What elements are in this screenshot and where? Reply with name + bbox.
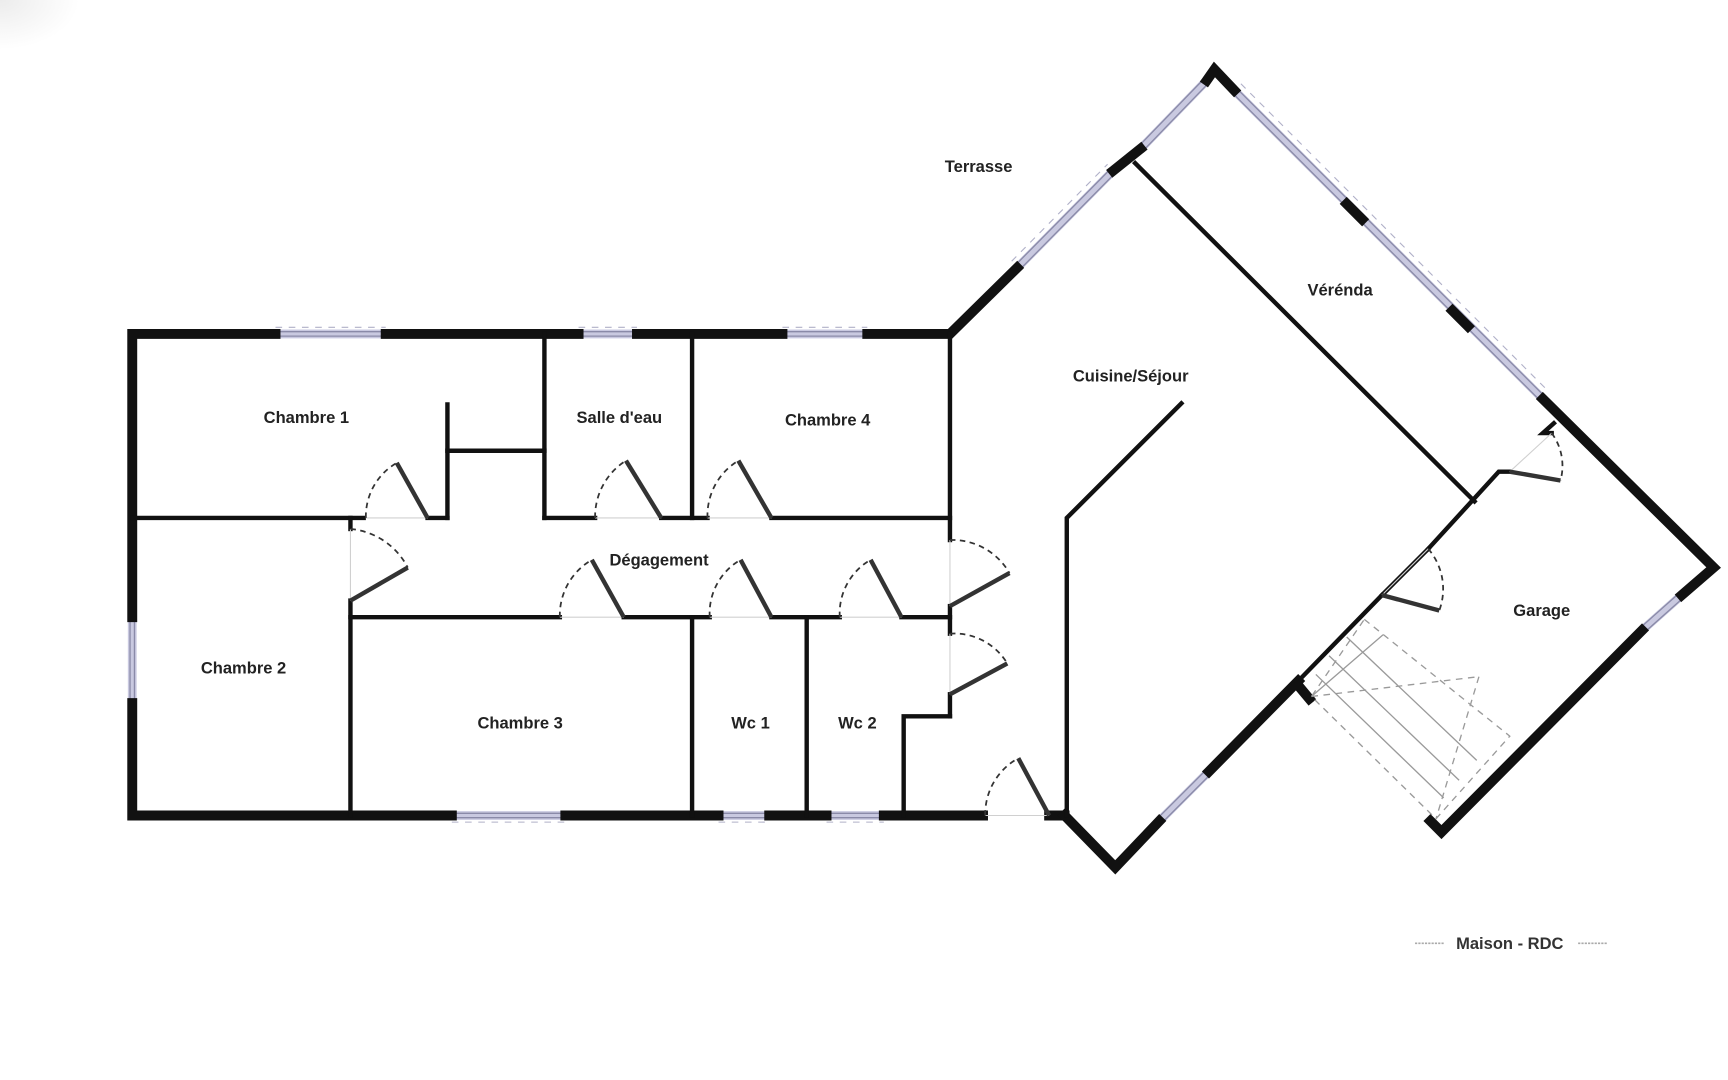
label-cuisine-sejour: Cuisine/Séjour	[1073, 366, 1189, 385]
door-chambre-2[interactable]	[349, 528, 409, 603]
window-veranda-left	[1137, 77, 1210, 152]
door-chambre-4[interactable]	[706, 459, 774, 520]
staircase	[1310, 618, 1511, 820]
windows	[127, 77, 1685, 825]
door-wc-2[interactable]	[838, 558, 904, 619]
door-sejour-garage[interactable]	[1381, 548, 1444, 613]
door-chambre-3[interactable]	[558, 558, 626, 619]
window-wc-2	[826, 811, 884, 823]
window-wc-1	[718, 811, 770, 823]
door-degagement-sejour[interactable]	[948, 539, 1011, 609]
corner-shading	[0, 0, 80, 50]
exterior-walls	[127, 61, 1721, 875]
label-chambre-3: Chambre 3	[477, 713, 562, 732]
interior-walls	[130, 159, 1557, 818]
window-chambre-1	[275, 326, 386, 339]
label-terrasse: Terrasse	[945, 157, 1013, 176]
label-garage: Garage	[1513, 601, 1570, 620]
window-sejour-bottom	[1156, 768, 1213, 825]
label-veranda: Vérénda	[1307, 280, 1373, 299]
plan-caption: Maison - RDC	[1415, 934, 1607, 953]
door-wc-1[interactable]	[708, 558, 774, 619]
label-chambre-2: Chambre 2	[201, 658, 286, 677]
label-degagement: Dégagement	[609, 550, 709, 569]
window-sejour-terrasse	[1011, 163, 1117, 271]
door-placard[interactable]	[948, 632, 1009, 697]
door-veranda-garage[interactable]	[1509, 432, 1564, 483]
label-salle-deau: Salle d'eau	[577, 408, 663, 427]
door-chambre-1[interactable]	[364, 461, 430, 520]
window-veranda-right	[1231, 83, 1550, 403]
window-chambre-4	[782, 326, 868, 339]
door-salle-deau[interactable]	[594, 459, 664, 520]
label-wc-2: Wc 2	[838, 713, 877, 732]
door-entrance[interactable]	[984, 757, 1052, 817]
plan-title: Maison - RDC	[1456, 934, 1563, 953]
room-labels: Chambre 1 Salle d'eau Chambre 4 Dégageme…	[201, 157, 1570, 733]
window-salle-deau	[578, 326, 637, 339]
label-wc-1: Wc 1	[731, 713, 770, 732]
doors	[349, 432, 1564, 817]
window-garage	[1639, 591, 1685, 634]
window-chambre-3	[451, 811, 566, 823]
label-chambre-1: Chambre 1	[264, 408, 349, 427]
label-chambre-4: Chambre 4	[785, 410, 871, 429]
